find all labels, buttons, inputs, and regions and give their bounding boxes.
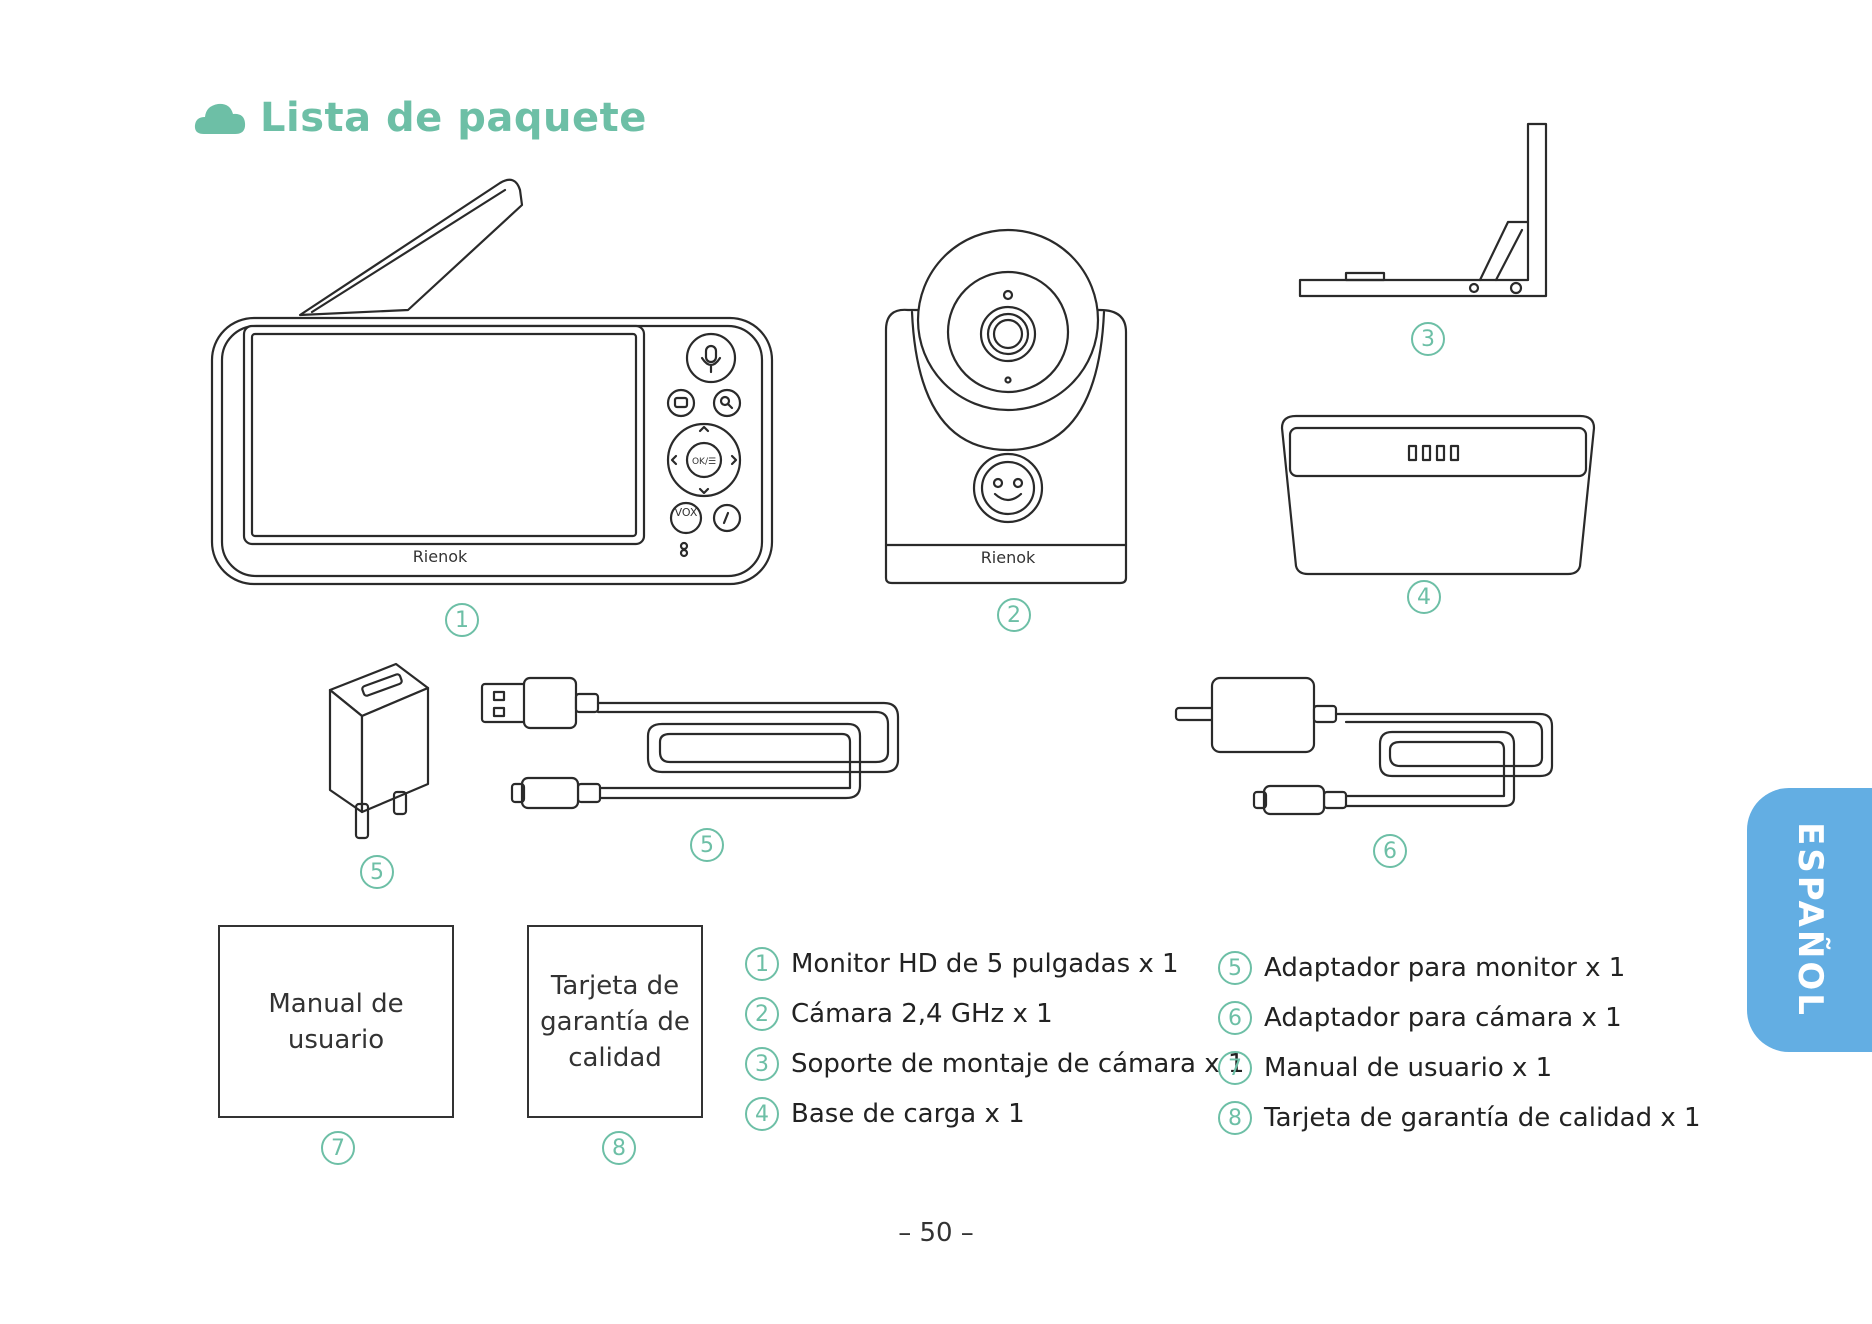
warranty-line-1: Tarjeta de [550, 970, 680, 1001]
list-number: 3 [745, 1047, 779, 1081]
page-number: – 50 – [898, 1218, 974, 1248]
list-item: 6 Adaptador para cámara x 1 [1218, 1001, 1701, 1035]
callout-7: 7 [321, 1131, 355, 1165]
page-title: Lista de paquete [194, 95, 647, 141]
list-text: Base de carga x 1 [791, 1099, 1025, 1129]
list-text: Manual de usuario x 1 [1264, 1053, 1553, 1083]
list-item: 1 Monitor HD de 5 pulgadas x 1 [745, 947, 1244, 981]
package-list-right: 5 Adaptador para monitor x 1 6 Adaptador p… [1218, 951, 1701, 1135]
vox-label: VOX [675, 506, 698, 519]
list-number: 7 [1218, 1051, 1252, 1085]
list-text: Cámara 2,4 GHz x 1 [791, 999, 1053, 1029]
user-manual-line-2: usuario [287, 1024, 385, 1055]
list-text: Monitor HD de 5 pulgadas x 1 [791, 949, 1179, 979]
list-text: Tarjeta de garantía de calidad x 1 [1264, 1103, 1701, 1133]
list-number: 8 [1218, 1101, 1252, 1135]
list-item: 7 Manual de usuario x 1 [1218, 1051, 1701, 1085]
camera-adapter-illustration [1174, 676, 1554, 816]
callout-6: 6 [1373, 834, 1407, 868]
language-tab: ESPAÑOL [1747, 788, 1872, 1052]
list-item: 2 Cámara 2,4 GHz x 1 [745, 997, 1244, 1031]
list-item: 3 Soporte de montaje de cámara x 1 [745, 1047, 1244, 1081]
camera-brand-label: Rienok [981, 548, 1036, 567]
cloud-icon [194, 103, 246, 134]
list-number: 2 [745, 997, 779, 1031]
warranty-line-3: calidad [568, 1042, 662, 1073]
callout-8: 8 [602, 1131, 636, 1165]
monitor-brand-label: Rienok [413, 547, 468, 566]
list-text: Adaptador para monitor x 1 [1264, 953, 1626, 983]
callout-4: 4 [1407, 580, 1441, 614]
usb-cable-illustration [480, 676, 900, 810]
monitor-illustration: Rienok OK/☰ VOX [210, 178, 774, 586]
list-item: 8 Tarjeta de garantía de calidad x 1 [1218, 1101, 1701, 1135]
title-text: Lista de paquete [260, 95, 647, 141]
list-item: 4 Base de carga x 1 [745, 1097, 1244, 1131]
mount-bracket-illustration [1298, 122, 1548, 298]
list-number: 6 [1218, 1001, 1252, 1035]
warranty-line-2: garantía de [540, 1006, 690, 1037]
ok-menu-label: OK/☰ [692, 457, 716, 467]
list-text: Adaptador para cámara x 1 [1264, 1003, 1622, 1033]
list-number: 1 [745, 947, 779, 981]
monitor-adapter-plug-illustration [328, 662, 430, 840]
language-tab-label: ESPAÑOL [1789, 822, 1830, 1018]
list-number: 4 [745, 1097, 779, 1131]
list-number: 5 [1218, 951, 1252, 985]
charging-base-illustration [1280, 414, 1596, 576]
callout-1: 1 [445, 603, 479, 637]
camera-illustration: Rienok [884, 228, 1128, 585]
callout-5-plug: 5 [360, 855, 394, 889]
package-list-left: 1 Monitor HD de 5 pulgadas x 1 2 Cámara 2,… [745, 947, 1244, 1131]
user-manual-card: Manual de usuario [218, 925, 454, 1118]
callout-2: 2 [997, 598, 1031, 632]
list-item: 5 Adaptador para monitor x 1 [1218, 951, 1701, 985]
callout-3: 3 [1411, 322, 1445, 356]
warranty-card: Tarjeta de garantía de calidad [527, 925, 703, 1118]
list-text: Soporte de montaje de cámara x 1 [791, 1049, 1245, 1079]
user-manual-line-1: Manual de [268, 988, 404, 1019]
callout-5-cable: 5 [690, 828, 724, 862]
